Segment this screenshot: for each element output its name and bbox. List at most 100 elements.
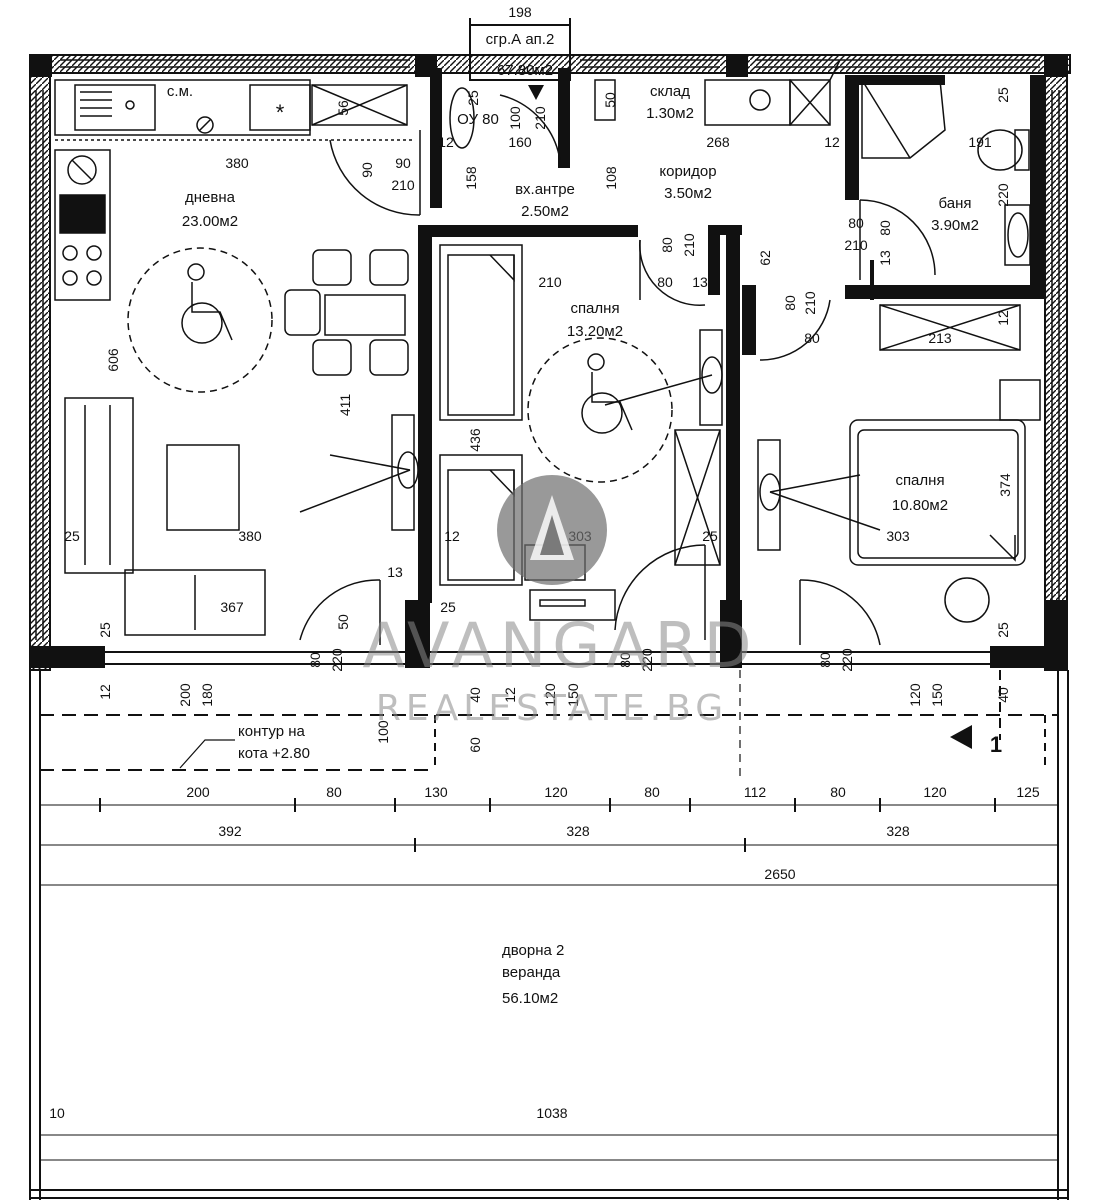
desk (529, 589, 616, 621)
wc-label: с.м. (167, 83, 193, 100)
dim: 12 (502, 687, 518, 703)
oven-icon (59, 194, 106, 234)
dim-row2-item: 392 (218, 823, 242, 839)
dim-row1-item: 80 (644, 784, 660, 800)
dim: 160 (508, 134, 532, 150)
washbasin-icon (1004, 204, 1031, 266)
dim: 13 (692, 274, 708, 290)
entry-fixtures (329, 59, 1031, 361)
dim: 62 (757, 250, 773, 266)
dim: 158 (463, 166, 479, 190)
bedroom1-furniture (299, 244, 723, 645)
dim: 380 (225, 155, 249, 171)
dim: 120 (907, 683, 923, 707)
section-mark: 1 (990, 732, 1002, 757)
dim-row1-item: 120 (544, 784, 568, 800)
dim: 80 (659, 237, 675, 253)
bottom-left-dim: 10 (49, 1105, 65, 1121)
dim-row1-item: 80 (326, 784, 342, 800)
dim: 25 (702, 528, 718, 544)
shaft-icon (449, 87, 475, 149)
dim: 220 (639, 648, 655, 672)
dim: 303 (886, 528, 910, 544)
dim-row1-item: 80 (830, 784, 846, 800)
entrance-marker: 198 сгр.А ап.2 67.80м2 (469, 4, 571, 100)
dim: 80 (848, 215, 864, 231)
double-bed (849, 419, 1026, 566)
storage-area: 1.30м2 (646, 105, 694, 122)
dim: 411 (337, 394, 353, 417)
dim: 210 (391, 177, 415, 193)
kitchen-counter (54, 79, 415, 301)
bottom-dim: 1038 (536, 1105, 567, 1121)
bath-name: баня (939, 195, 972, 212)
dim: 150 (929, 683, 945, 707)
dim: 380 (238, 528, 262, 544)
bedroom2-name: спалня (895, 472, 944, 489)
corridor-area: 3.50м2 (664, 185, 712, 202)
dim: 40 (467, 687, 483, 703)
living-area: 23.00м2 (182, 213, 238, 230)
appliance-star: * (276, 100, 285, 125)
dim: 606 (105, 348, 121, 372)
living-name: дневна (185, 189, 236, 206)
dim-row1-item: 112 (744, 784, 767, 800)
terrace-dimensions: 12 200 180 100 40 60 12 120 150 120 150 … (97, 683, 1011, 753)
plant-icon (944, 577, 990, 623)
sink-icon (74, 84, 156, 131)
dim: 220 (329, 648, 345, 672)
entry-arrow-icon (528, 85, 544, 100)
dim: 100 (375, 720, 391, 744)
coffee-table (166, 444, 240, 531)
interior-dimensions: 380 380 25 606 411 436 374 367 303 303 1… (64, 87, 1013, 672)
dim-row2-item: 328 (886, 823, 910, 839)
dim: 90 (359, 162, 375, 178)
dim: 220 (839, 648, 855, 672)
door-swing (859, 199, 936, 276)
entry-area: 2.50м2 (521, 203, 569, 220)
dim: 210 (681, 233, 697, 257)
apartment-label: сгр.А ап.2 (486, 31, 555, 48)
dim: 13 (387, 564, 403, 580)
toilet-icon (977, 129, 1023, 171)
dim: 80 (782, 295, 798, 311)
dim: 213 (928, 330, 952, 346)
door-swing (759, 299, 831, 361)
dim: 180 (199, 683, 215, 707)
contour-line1: контур на (238, 723, 306, 740)
entry-name: вх.антре (515, 181, 575, 198)
dim: 12 (824, 134, 840, 150)
dim: 120 (542, 683, 558, 707)
section-arrow-icon (950, 725, 972, 749)
dim: 13 (877, 250, 893, 266)
room-labels: дневна 23.00м2 вх.антре 2.50м2 коридор 3… (182, 83, 979, 514)
dim-row1-item: 120 (923, 784, 947, 800)
wardrobe (879, 304, 1021, 351)
dim: 60 (467, 737, 483, 753)
dining-chair (312, 249, 352, 286)
bedroom1-name: спалня (570, 300, 619, 317)
dim: 25 (995, 622, 1011, 638)
dim: 25 (465, 90, 481, 106)
overall-width-dim: 2650 (764, 866, 795, 882)
dim: 80 (804, 330, 820, 346)
dim: 12 (995, 310, 1011, 326)
bedroom2-furniture (757, 304, 1041, 646)
exterior-walls (29, 54, 1071, 671)
dining-chair (369, 249, 409, 286)
dishwasher-icon (196, 116, 214, 134)
dim: 25 (995, 87, 1011, 103)
dim-row1-item: 200 (186, 784, 210, 800)
dim: 80 (617, 652, 633, 668)
corridor-name: коридор (659, 163, 716, 180)
dim-row2-item: 328 (566, 823, 590, 839)
dim: 12 (438, 134, 454, 150)
dim: 80 (817, 652, 833, 668)
dim: 12 (444, 528, 460, 544)
dim: 25 (97, 622, 113, 638)
terrace-lines (29, 670, 1069, 1200)
windows (35, 59, 1060, 640)
apartment-total-area: 67.80м2 (497, 62, 553, 79)
dining-chair (312, 339, 352, 376)
dining-chair (369, 339, 409, 376)
